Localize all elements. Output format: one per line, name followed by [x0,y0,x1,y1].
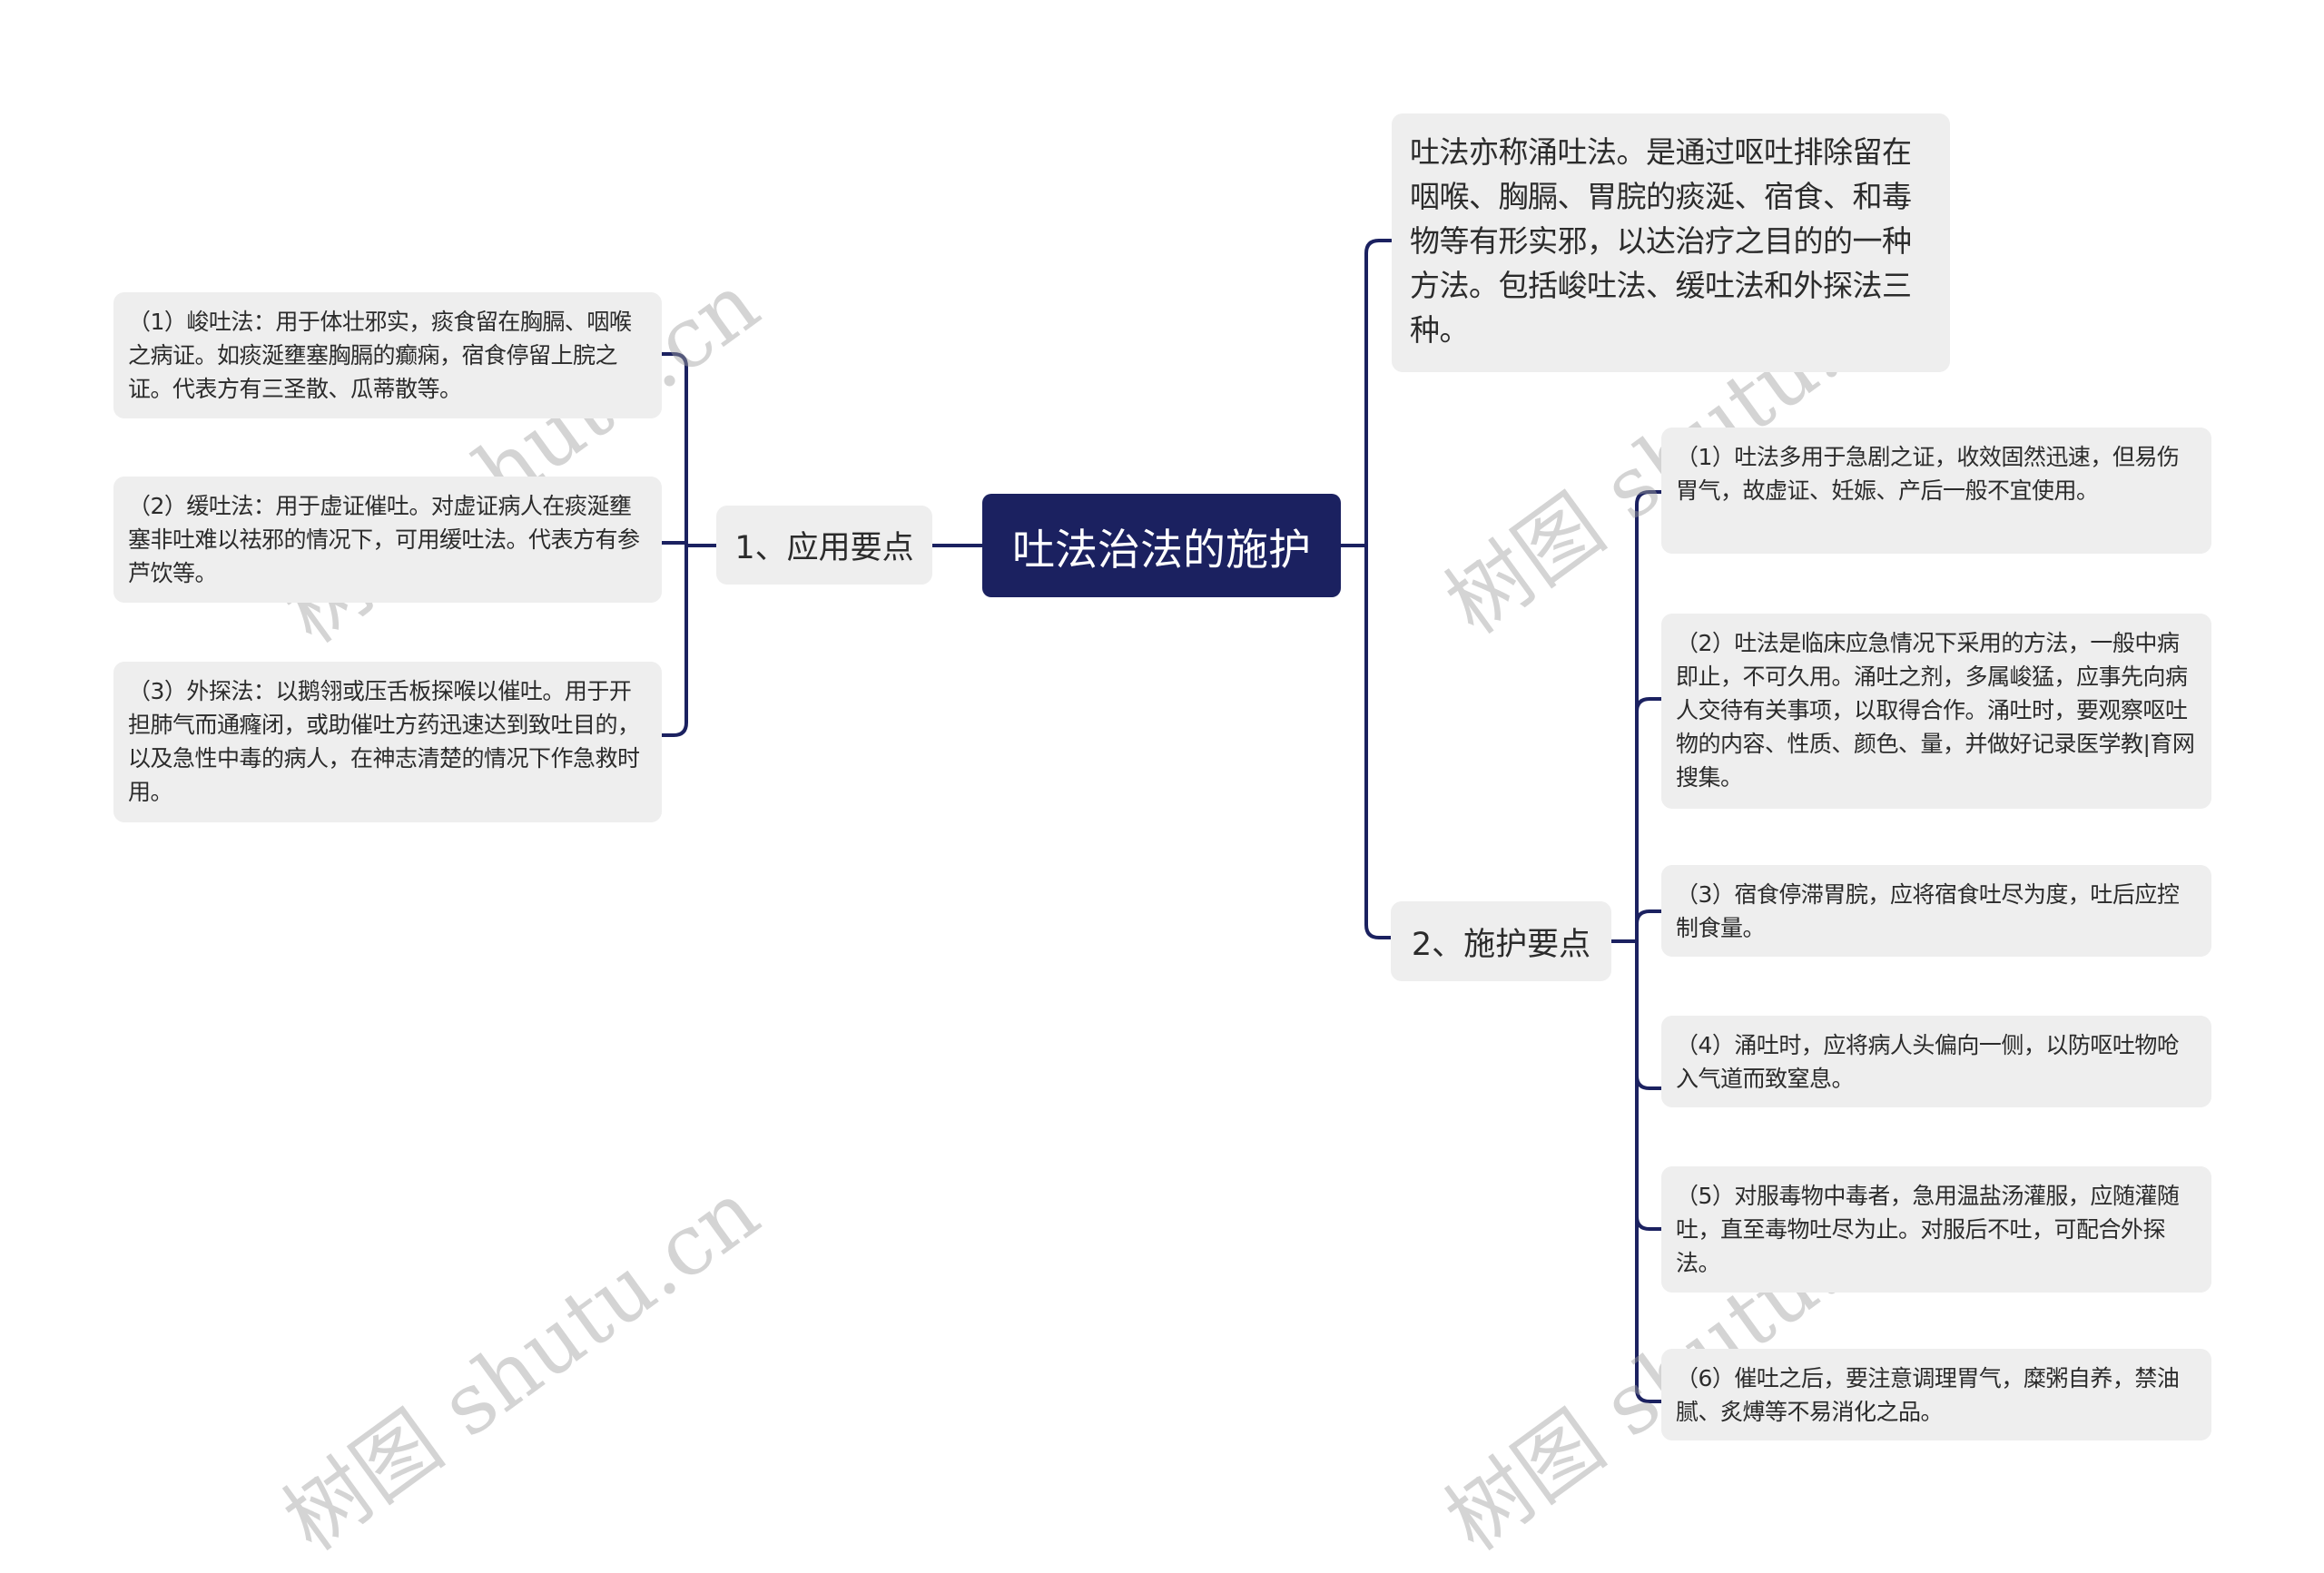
connector-r2 [1635,697,1663,713]
leaf-node-right-6[interactable]: （6）催吐之后，要注意调理胃气，糜粥自养，禁油腻、炙煿等不易消化之品。 [1661,1349,2211,1440]
leaf-node-right-4[interactable]: （4）涌吐时，应将病人头偏向一侧，以防呕吐物呛入气道而致窒息。 [1661,1016,2211,1107]
branch-node-application[interactable]: 1、应用要点 [716,506,932,585]
leaf-node-right-1[interactable]: （1）吐法多用于急剧之证，收效固然迅速，但易伤胃气，故虚证、妊娠、产后一般不宜使… [1661,428,2211,554]
root-label: 吐法治法的施护 [1012,525,1311,575]
leaf-text: （2）吐法是临床应急情况下采用的方法，一般中病即止，不可久用。涌吐之剂，多属峻猛… [1676,630,2195,791]
connector-right-vertical [1364,239,1393,939]
connector-r4 [1635,1074,1663,1090]
leaf-node-left-2[interactable]: （2）缓吐法：用于虚证催吐。对虚证病人在痰涎壅塞非吐难以祛邪的情况下，可用缓吐法… [113,477,662,603]
root-node[interactable]: 吐法治法的施护 [982,494,1341,597]
leaf-text: （1）吐法多用于急剧之证，收效固然迅速，但易伤胃气，故虚证、妊娠、产后一般不宜使… [1676,444,2180,504]
leaf-text: （2）缓吐法：用于虚证催吐。对虚证病人在痰涎壅塞非吐难以祛邪的情况下，可用缓吐法… [128,493,640,586]
leaf-node-right-5[interactable]: （5）对服毒物中毒者，急用温盐汤灌服，应随灌随吐，直至毒物吐尽为止。对服后不吐，… [1661,1166,2211,1293]
intro-text: 吐法亦称涌吐法。是通过呕吐排除留在咽喉、胸膈、胃脘的痰涎、宿食、和毒物等有形实邪… [1410,134,1912,348]
leaf-node-left-3[interactable]: （3）外探法：以鹅翎或压舌板探喉以催吐。用于开担肺气而通癃闭，或助催吐方药迅速达… [113,662,662,822]
branch-label: 2、施护要点 [1411,926,1591,963]
leaf-text: （3）外探法：以鹅翎或压舌板探喉以催吐。用于开担肺气而通癃闭，或助催吐方药迅速达… [128,678,640,805]
leaf-text: （5）对服毒物中毒者，急用温盐汤灌服，应随灌随吐，直至毒物吐尽为止。对服后不吐，… [1676,1183,2180,1276]
intro-node[interactable]: 吐法亦称涌吐法。是通过呕吐排除留在咽喉、胸膈、胃脘的痰涎、宿食、和毒物等有形实邪… [1392,113,1950,372]
branch-label: 1、应用要点 [734,530,914,566]
leaf-node-right-2[interactable]: （2）吐法是临床应急情况下采用的方法，一般中病即止，不可久用。涌吐之剂，多属峻猛… [1661,614,2211,809]
leaf-text: （3）宿食停滞胃脘，应将宿食吐尽为度，吐后应控制食量。 [1676,881,2180,941]
connector-right2-vertical [1635,490,1663,1403]
branch-node-nursing[interactable]: 2、施护要点 [1391,901,1611,981]
connector-r3 [1635,909,1663,926]
leaf-node-right-3[interactable]: （3）宿食停滞胃脘，应将宿食吐尽为度，吐后应控制食量。 [1661,865,2211,957]
connector-r5 [1635,1214,1663,1231]
leaf-text: （6）催吐之后，要注意调理胃气，糜粥自养，禁油腻、炙煿等不易消化之品。 [1676,1365,2180,1425]
leaf-node-left-1[interactable]: （1）峻吐法：用于体壮邪实，痰食留在胸膈、咽喉之病证。如痰涎壅塞胸膈的癫痫，宿食… [113,292,662,418]
leaf-text: （4）涌吐时，应将病人头偏向一侧，以防呕吐物呛入气道而致窒息。 [1676,1032,2180,1092]
leaf-text: （1）峻吐法：用于体壮邪实，痰食留在胸膈、咽喉之病证。如痰涎壅塞胸膈的癫痫，宿食… [128,309,632,402]
